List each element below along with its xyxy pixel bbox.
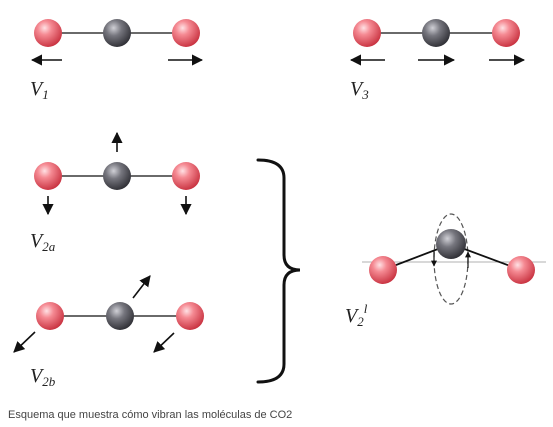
arrow-diagonal-down-icon — [153, 332, 175, 353]
carbon-atom — [436, 229, 466, 259]
oxygen-atom — [507, 256, 535, 284]
carbon-atom — [106, 302, 134, 330]
oxygen-atom — [353, 19, 381, 47]
label-v3: V3 — [350, 78, 369, 102]
label-v1: V1 — [30, 78, 49, 102]
mode-v3: V3 — [349, 19, 526, 102]
mode-v2a: V2a — [30, 131, 200, 254]
oxygen-atom — [172, 162, 200, 190]
oxygen-atom — [492, 19, 520, 47]
carbon-atom — [422, 19, 450, 47]
mode-v2b: V2b — [13, 275, 204, 389]
figure-caption: Esquema que muestra cómo vibran las molé… — [8, 409, 293, 421]
arrow-diagonal-down-icon — [13, 331, 36, 353]
label-v2b: V2b — [30, 365, 56, 389]
oxygen-atom — [34, 19, 62, 47]
oxygen-atom — [36, 302, 64, 330]
label-v2a: V2a — [30, 230, 56, 254]
mode-v1: V1 — [30, 19, 204, 102]
arrow-diagonal-up-icon — [132, 275, 151, 299]
oxygen-atom — [369, 256, 397, 284]
co2-vibration-diagram: V1 V3 V2a — [13, 19, 546, 389]
oxygen-atom — [172, 19, 200, 47]
carbon-atom — [103, 19, 131, 47]
mode-v2l: V2l — [345, 213, 546, 329]
label-v2l: V2l — [345, 301, 368, 329]
oxygen-atom — [176, 302, 204, 330]
curly-brace — [256, 158, 301, 384]
carbon-atom — [103, 162, 131, 190]
oxygen-atom — [34, 162, 62, 190]
